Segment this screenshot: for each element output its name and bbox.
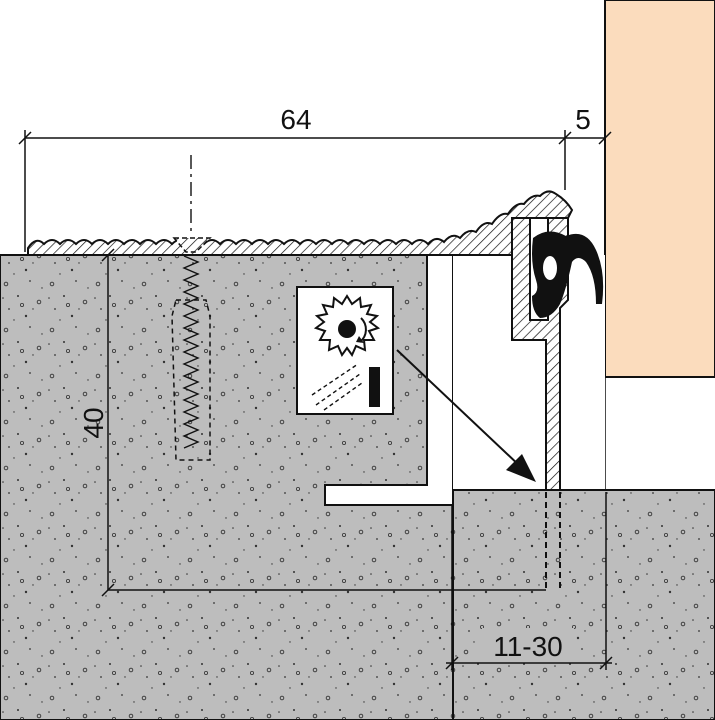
dimension-width: 64 xyxy=(18,104,572,252)
floor-concrete-right xyxy=(452,489,715,720)
dimension-range: 11-30 xyxy=(445,492,613,670)
door-leaf xyxy=(604,0,715,378)
rubber-seal xyxy=(532,231,604,318)
dimension-width-label: 64 xyxy=(280,104,311,135)
screw-thread xyxy=(182,255,200,449)
dimension-height: 40 xyxy=(78,248,546,597)
cut-arrow xyxy=(396,349,523,469)
seal-hollow xyxy=(543,256,557,280)
wall-plug xyxy=(171,299,211,461)
saw-blade-icon xyxy=(296,286,394,415)
dimension-range-label: 11-30 xyxy=(493,631,563,662)
threshold-profile-top xyxy=(27,190,574,256)
dimension-gap-label: 5 xyxy=(575,104,591,135)
dimension-gap: 5 xyxy=(565,104,612,145)
screw-head xyxy=(172,237,212,253)
dimension-height-label: 40 xyxy=(78,407,109,438)
